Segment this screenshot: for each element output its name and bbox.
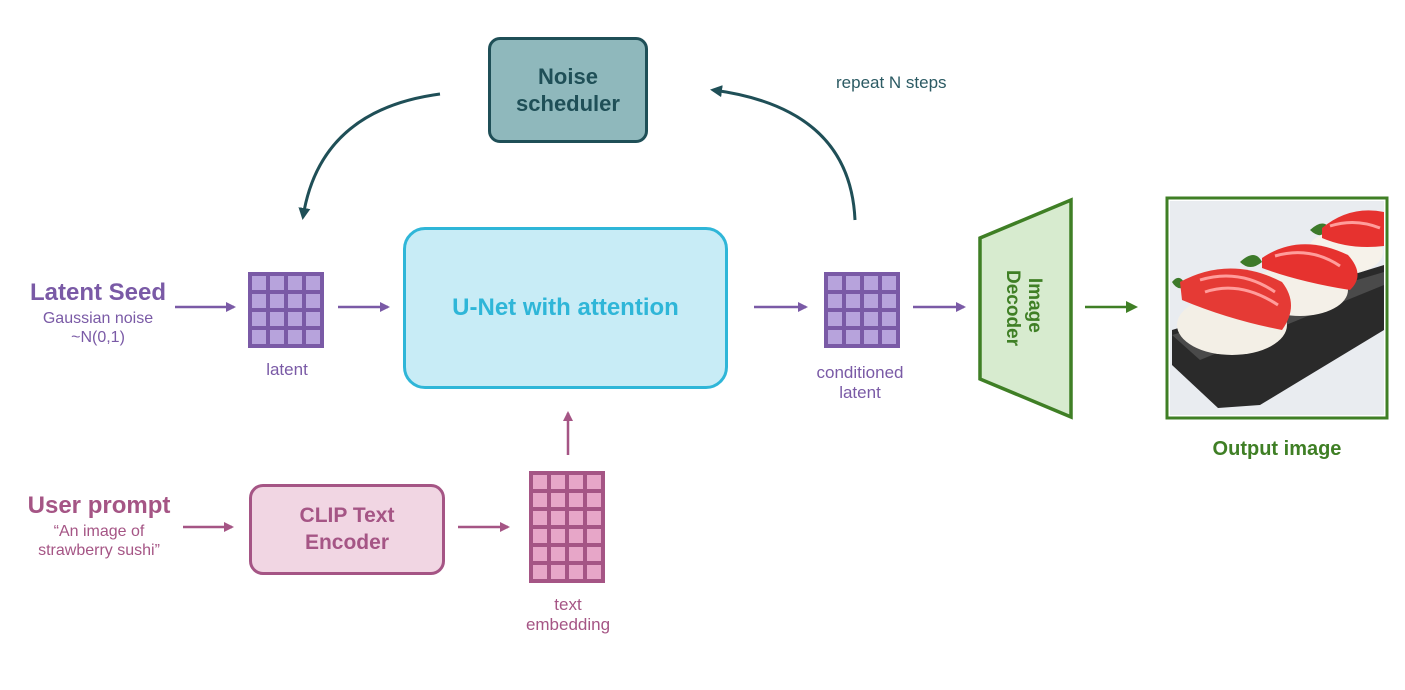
grid-cell — [252, 294, 266, 308]
text-embedding-block: text embedding — [510, 595, 626, 636]
image-decoder-shape — [978, 197, 1073, 420]
grid-cell — [306, 312, 320, 326]
conditioned-latent-line2: latent — [839, 383, 881, 403]
grid-frame — [529, 471, 605, 583]
grid-cell — [252, 276, 266, 290]
decoder-line2: Decoder — [1002, 270, 1023, 347]
arrow-scheduler-to-latent — [298, 92, 441, 220]
grid-cell — [551, 565, 565, 579]
text-embedding-line2: embedding — [525, 615, 611, 635]
unet-label: U-Net with attention — [452, 294, 679, 321]
grid-cell — [252, 312, 266, 326]
latent-seed-block: Latent Seed Gaussian noise ~N(0,1) — [20, 279, 176, 347]
grid-cell — [846, 294, 860, 308]
grid-cell — [569, 511, 583, 525]
image-decoder-label: Image Decoder — [1002, 270, 1045, 347]
grid-cell — [828, 330, 842, 344]
decoder-line1: Image — [1024, 278, 1045, 333]
grid-cell — [288, 312, 302, 326]
grid-cell — [551, 511, 565, 525]
grid-cell — [306, 330, 320, 344]
noise-scheduler-line1: Noise — [538, 63, 598, 89]
clip-encoder-box: CLIP Text Encoder — [249, 484, 445, 575]
grid-cell — [270, 276, 284, 290]
latent-grid-icon — [248, 272, 324, 348]
grid-cell — [569, 475, 583, 489]
conditioned-latent-block: conditioned latent — [800, 363, 920, 404]
clip-encoder-line2: Encoder — [304, 530, 389, 554]
grid-cell — [533, 565, 547, 579]
grid-cell — [864, 294, 878, 308]
grid-cell — [533, 547, 547, 561]
grid-cell — [882, 276, 896, 290]
grid-cell — [587, 529, 601, 543]
grid-cell — [569, 565, 583, 579]
grid-cell — [882, 294, 896, 308]
grid-cell — [882, 330, 896, 344]
noise-scheduler-line2: scheduler — [516, 91, 620, 116]
grid-cell — [846, 276, 860, 290]
grid-cell — [533, 511, 547, 525]
latent-seed-line2: ~N(0,1) — [71, 328, 125, 346]
grid-cell — [306, 276, 320, 290]
grid-cell — [569, 529, 583, 543]
grid-cell — [846, 330, 860, 344]
grid-cell — [882, 312, 896, 326]
grid-cell — [270, 312, 284, 326]
grid-cell — [587, 511, 601, 525]
output-image-label: Output image — [1212, 438, 1342, 460]
arrow-conditioned-to-scheduler — [710, 85, 857, 221]
grid-cell — [864, 312, 878, 326]
text-embedding-line1: text — [554, 595, 582, 614]
grid-cell — [551, 529, 565, 543]
grid-cell — [587, 547, 601, 561]
grid-cell — [846, 312, 860, 326]
grid-cell — [533, 529, 547, 543]
grid-cell — [270, 294, 284, 308]
grid-cell — [551, 493, 565, 507]
noise-scheduler-box: Noise scheduler — [488, 37, 648, 143]
grid-cell — [533, 493, 547, 507]
grid-cell — [864, 276, 878, 290]
grid-cell — [270, 330, 284, 344]
repeat-steps-label: repeat N steps — [836, 73, 947, 92]
unet-box: U-Net with attention — [403, 227, 728, 389]
user-prompt-line1: “An image of — [53, 522, 145, 540]
output-image — [1170, 201, 1384, 415]
grid-cell — [288, 294, 302, 308]
conditioned-latent-line1: conditioned — [816, 363, 904, 382]
grid-cell — [587, 493, 601, 507]
grid-cell — [569, 493, 583, 507]
grid-cell — [587, 565, 601, 579]
latent-label: latent — [266, 360, 308, 379]
conditioned-latent-grid-icon — [824, 272, 900, 348]
clip-encoder-line1: CLIP Text — [299, 504, 395, 528]
text-embedding-grid-icon — [529, 471, 605, 583]
grid-cell — [828, 312, 842, 326]
grid-cell — [551, 547, 565, 561]
grid-cell — [828, 294, 842, 308]
grid-cell — [587, 475, 601, 489]
grid-cell — [306, 294, 320, 308]
user-prompt-block: User prompt “An image of strawberry sush… — [14, 492, 184, 560]
grid-cell — [533, 475, 547, 489]
grid-cell — [864, 330, 878, 344]
grid-cell — [569, 547, 583, 561]
latent-seed-title: Latent Seed — [29, 279, 167, 306]
grid-cell — [551, 475, 565, 489]
grid-cell — [288, 330, 302, 344]
user-prompt-title: User prompt — [27, 492, 171, 519]
latent-seed-line1: Gaussian noise — [42, 309, 154, 327]
grid-cell — [288, 276, 302, 290]
user-prompt-line2: strawberry sushi” — [38, 541, 160, 559]
grid-cell — [828, 276, 842, 290]
grid-cell — [252, 330, 266, 344]
